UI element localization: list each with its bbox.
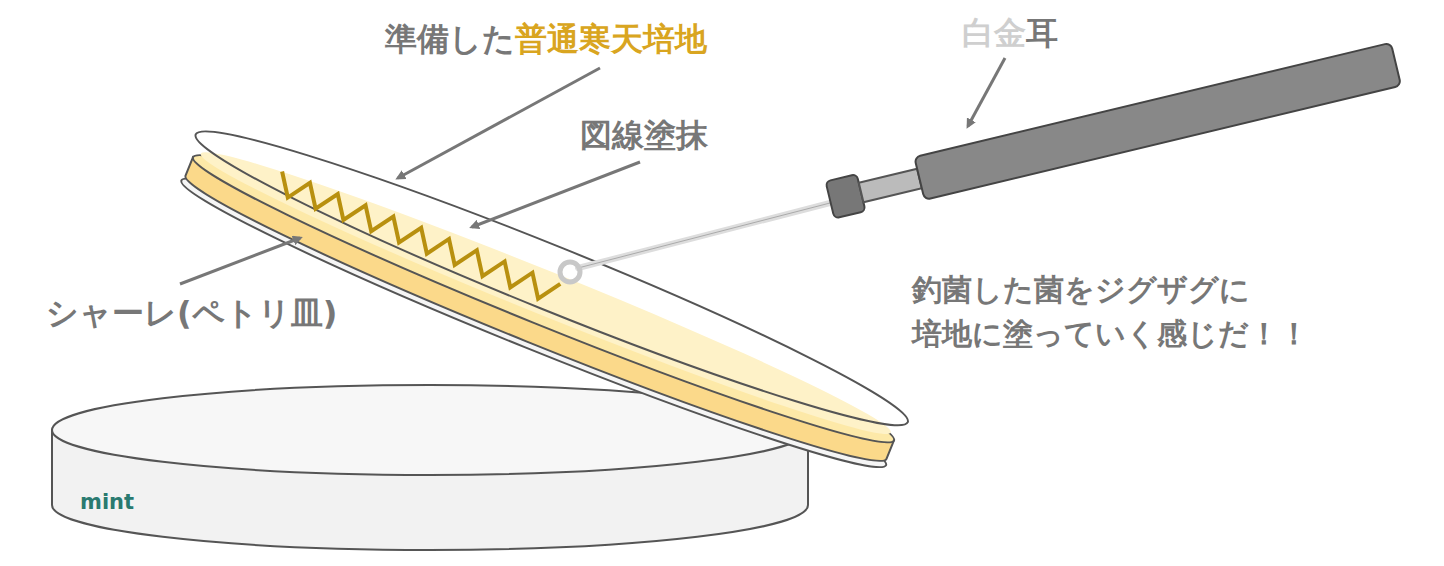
note-text: 釣菌した菌をジグザグに 培地に塗っていく感じだ！！ bbox=[912, 268, 1342, 355]
label-prefix: 準備した bbox=[385, 20, 515, 58]
tool-name-suffix: 耳 bbox=[1026, 14, 1058, 52]
medium-name: 普通寒天培地 bbox=[515, 20, 707, 58]
leader-lines bbox=[180, 58, 1005, 284]
inoculating-loop bbox=[560, 43, 1401, 282]
tool-name-prefix: 白金 bbox=[962, 14, 1026, 52]
streak-label: 図線塗抹 bbox=[580, 116, 708, 154]
watermark: mint bbox=[80, 490, 134, 515]
dish-label: シャーレ(ペトリ皿) bbox=[46, 294, 337, 332]
